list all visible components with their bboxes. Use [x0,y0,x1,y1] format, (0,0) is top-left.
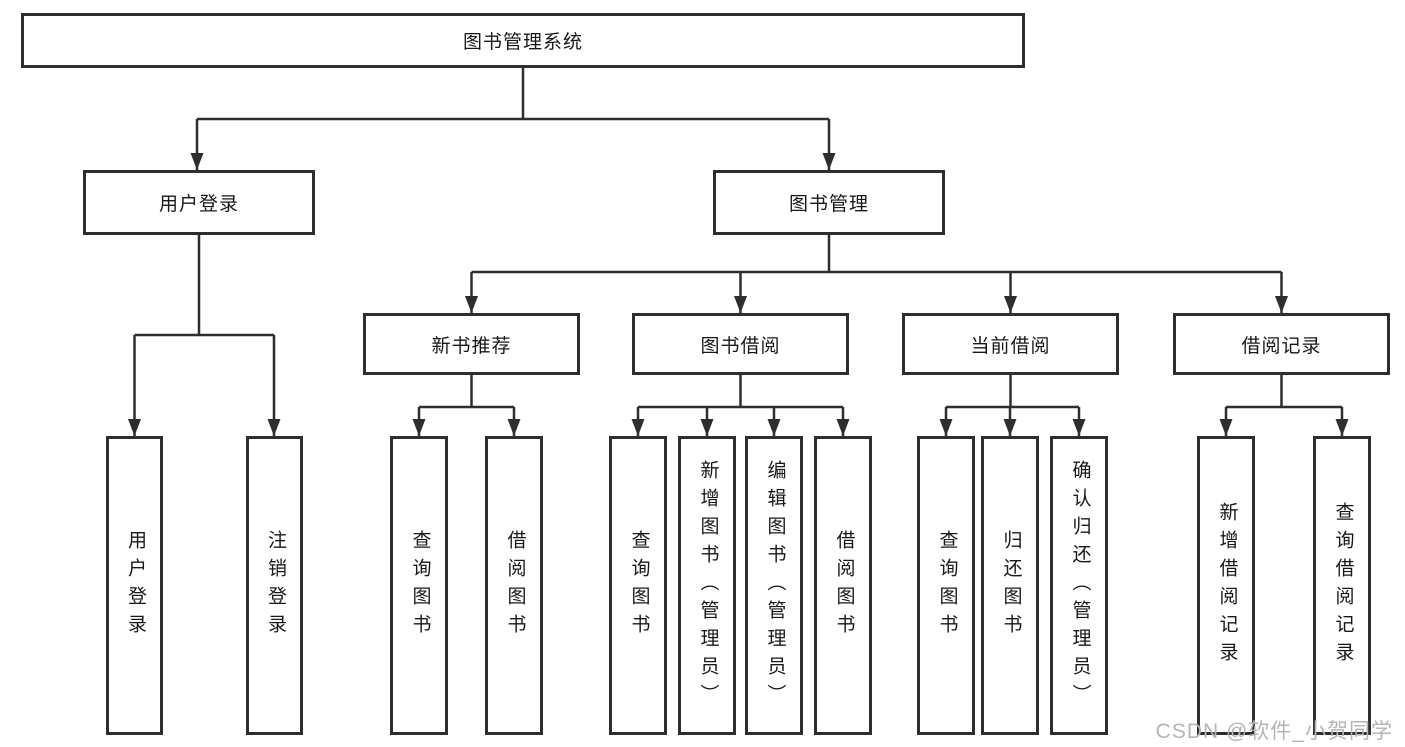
node-user-login: 用户登录 [83,170,315,235]
leaf-borrow-book: 借阅图书 [814,436,872,735]
leaf-borrow-query-book: 查询图书 [609,436,667,735]
leaf-current-query-book: 查询图书 [917,436,975,735]
leaf-recommend-query-book: 查询图书 [390,436,448,735]
leaf-logout: 注销登录 [246,436,303,735]
leaf-user-login: 用户登录 [106,436,163,735]
leaf-confirm-return-admin: 确认归还（管理员） [1050,436,1108,735]
leaf-recommend-borrow-book: 借阅图书 [485,436,543,735]
node-borrow-record: 借阅记录 [1173,313,1390,375]
watermark-text: CSDN @软件_小贺同学 [1155,720,1393,743]
node-root-system: 图书管理系统 [21,13,1025,68]
node-book-management: 图书管理 [713,170,945,235]
leaf-add-book-admin: 新增图书（管理员） [678,436,736,735]
node-new-book-recommend: 新书推荐 [363,313,580,375]
leaf-return-book: 归还图书 [981,436,1039,735]
node-current-borrow: 当前借阅 [902,313,1119,375]
node-book-borrow: 图书借阅 [632,313,849,375]
leaf-query-borrow-record: 查询借阅记录 [1313,436,1371,735]
leaf-add-borrow-record: 新增借阅记录 [1197,436,1255,735]
leaf-edit-book-admin: 编辑图书（管理员） [745,436,803,735]
